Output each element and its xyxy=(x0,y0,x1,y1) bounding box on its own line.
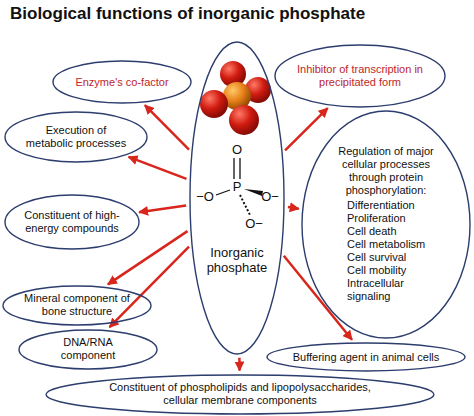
node-text: Inhibitor of transcription in precipitat… xyxy=(297,63,424,89)
text-group: Buffering agent in animal cells xyxy=(292,351,440,364)
arrow-connector xyxy=(129,157,187,179)
text-group: Constituent of phospholipids and lipopol… xyxy=(96,381,385,407)
arrow-connector xyxy=(284,256,352,340)
function-ellipse: Regulation of major cellular processes t… xyxy=(301,110,471,339)
formula-atom: O− xyxy=(245,217,263,231)
arrow-connector xyxy=(145,105,189,150)
arrow-connector xyxy=(285,108,328,150)
function-ellipse: Execution of metabolic processes xyxy=(4,111,148,163)
function-ellipse: DNA/RNA component xyxy=(18,329,158,370)
text-group: Regulation of major cellular processes t… xyxy=(323,145,449,303)
formula-atom: O xyxy=(232,143,242,157)
formula-atom: O− xyxy=(261,190,279,204)
text-group: Constituent of high-energy compounds xyxy=(22,209,123,235)
text-group: Inhibitor of transcription in precipitat… xyxy=(297,63,424,89)
arrow-connector xyxy=(238,358,241,371)
structural-bonds xyxy=(216,158,250,215)
formula-atom: −O xyxy=(196,190,214,204)
list-item: Cell death xyxy=(323,225,449,238)
space-filling-model xyxy=(200,61,271,135)
node-text: DNA/RNA component xyxy=(36,336,140,362)
list-item: Differentiation xyxy=(323,199,449,212)
node-text: Regulation of major cellular processes t… xyxy=(323,145,449,197)
arrow-connector xyxy=(288,207,299,209)
node-text: Constituent of phospholipids and lipopol… xyxy=(96,381,385,407)
arrow-connector xyxy=(139,205,186,212)
node-text: Constituent of high-energy compounds xyxy=(22,209,123,235)
function-ellipse: Inhibitor of transcription in precipitat… xyxy=(274,44,446,108)
list-item: Cell survival xyxy=(323,251,449,264)
node-text: Execution of metabolic processes xyxy=(23,124,130,150)
text-group: DNA/RNA component xyxy=(36,336,140,362)
function-ellipse: Constituent of high-energy compounds xyxy=(4,194,140,250)
list-item: Intracellular signaling xyxy=(323,277,449,303)
node-text: Enzyme's co-factor xyxy=(70,76,174,89)
node-text: Mineral component of bone structure xyxy=(22,292,133,318)
list-item: Cell mobility xyxy=(323,264,449,277)
text-group: Enzyme's co-factor xyxy=(70,76,174,89)
arrow-connector xyxy=(108,231,188,284)
arrow-connector xyxy=(110,247,190,328)
node-text: Inorganic phosphate xyxy=(195,245,279,275)
diagram-title: Biological functions of inorganic phosph… xyxy=(10,4,365,24)
list-item: Proliferation xyxy=(323,212,449,225)
text-group: Mineral component of bone structure xyxy=(22,292,133,318)
function-ellipse: Mineral component of bone structure xyxy=(2,285,152,326)
list-item: Cell metabolism xyxy=(323,238,449,251)
formula-atom: P xyxy=(233,180,242,194)
function-ellipse: Constituent of phospholipids and lipopol… xyxy=(45,374,435,415)
wedge-bond xyxy=(244,189,263,196)
text-group: Inorganic phosphate xyxy=(195,245,279,275)
node-text: Buffering agent in animal cells xyxy=(292,351,440,364)
function-ellipse: Enzyme's co-factor xyxy=(52,60,192,104)
text-group: Execution of metabolic processes xyxy=(23,124,130,150)
function-ellipse: Buffering agent in animal cells xyxy=(266,342,466,372)
